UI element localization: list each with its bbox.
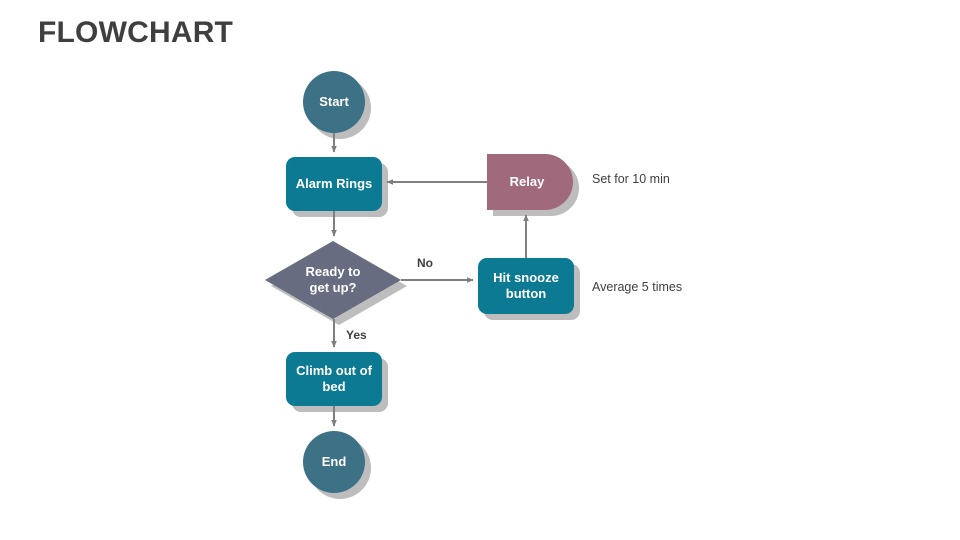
shape-layer: [265, 71, 574, 493]
start-node[interactable]: [303, 71, 365, 133]
climb-out-of-bed-node[interactable]: [286, 352, 382, 406]
alarm-rings-node[interactable]: [286, 157, 382, 211]
connector-layer: [331, 133, 529, 427]
decision-node[interactable]: [265, 241, 401, 319]
relay-annotation: Set for 10 min: [592, 172, 670, 186]
end-node[interactable]: [303, 431, 365, 493]
edge-label-yes: Yes: [346, 328, 367, 342]
edge-label-no: No: [417, 256, 433, 270]
relay-node[interactable]: [487, 154, 573, 210]
page-title: FLOWCHART: [38, 16, 234, 49]
hit-snooze-button-node[interactable]: [478, 258, 574, 314]
snooze-annotation: Average 5 times: [592, 280, 683, 294]
